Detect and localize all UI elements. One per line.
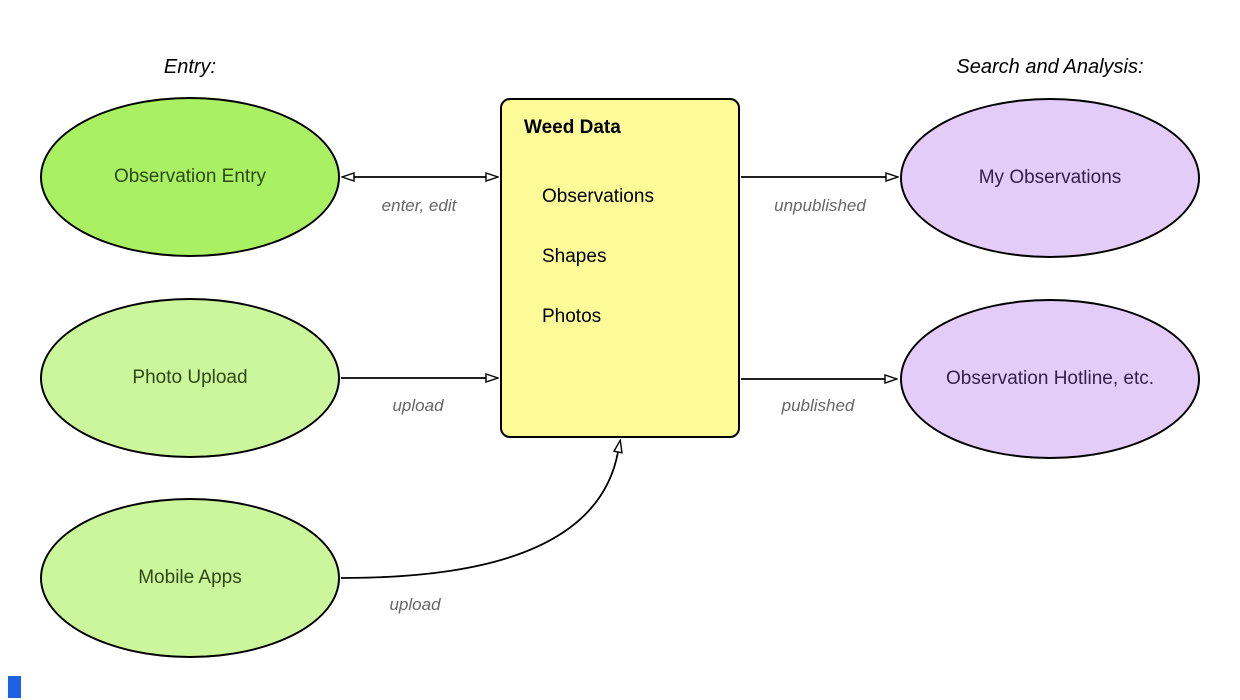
node-weed-data[interactable]: Weed Data Observations Shapes Photos: [500, 98, 740, 438]
node-photo-upload[interactable]: Photo Upload: [40, 298, 340, 458]
node-label: My Observations: [978, 167, 1122, 189]
node-my-observations[interactable]: My Observations: [900, 98, 1200, 258]
node-mobile-apps[interactable]: Mobile Apps: [40, 498, 340, 658]
node-label: Photo Upload: [132, 367, 248, 389]
node-observation-hotline[interactable]: Observation Hotline, etc.: [900, 299, 1200, 459]
node-label: Observation Hotline, etc.: [945, 368, 1155, 390]
edge-label-upload-photo: upload: [392, 396, 444, 415]
datastore-item-observations: Observations: [542, 186, 654, 207]
entry-section-header: Entry:: [163, 56, 217, 78]
edge-label-upload-mobile: upload: [389, 595, 441, 614]
edge-upload-mobile[interactable]: [340, 452, 618, 579]
node-observation-entry[interactable]: Observation Entry: [40, 97, 340, 257]
node-label: Mobile Apps: [138, 567, 242, 589]
datastore-title: Weed Data: [524, 117, 621, 138]
edge-label-published: published: [781, 396, 855, 415]
datastore-item-photos: Photos: [542, 306, 602, 327]
edge-label-enter-edit: enter, edit: [381, 196, 457, 215]
edge-label-unpublished: unpublished: [774, 196, 866, 215]
datastore-item-shapes: Shapes: [542, 246, 607, 267]
canvas-edge-fragment: [8, 676, 21, 698]
node-label: Observation Entry: [113, 166, 267, 188]
search-analysis-section-header: Search and Analysis:: [956, 56, 1144, 78]
